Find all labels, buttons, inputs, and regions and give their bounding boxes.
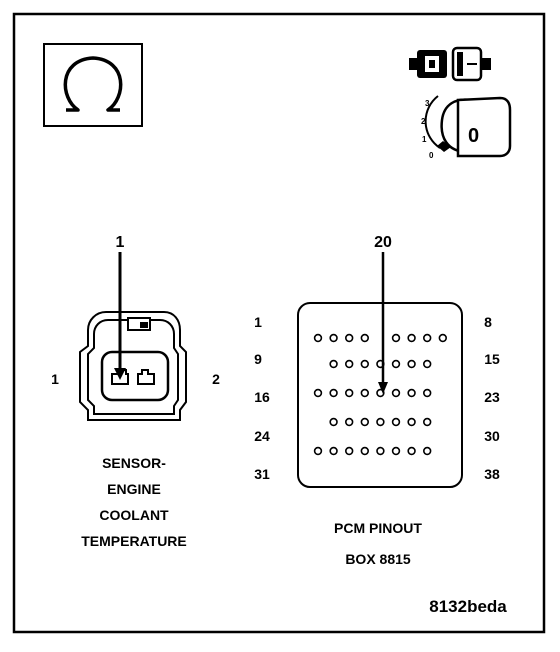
pcm-pin-35 — [376, 446, 385, 456]
pcm-caption-line-2: BOX 8815 — [345, 551, 411, 567]
pcm-pin-24 — [329, 417, 338, 427]
pcm-pin-14 — [407, 359, 416, 369]
pcm-row-end-38: 38 — [484, 466, 500, 482]
pcm-pin-19 — [360, 388, 369, 398]
pcm-pin-9 — [329, 359, 338, 369]
pcm-pin-30 — [423, 417, 432, 427]
sensor-callout-arrow — [114, 252, 126, 380]
figure-id: 8132beda — [429, 597, 507, 616]
pcm-pin-6 — [407, 333, 416, 343]
ohmmeter-box — [43, 43, 143, 127]
key-position-3: 3 — [425, 99, 430, 108]
pcm-pin-11 — [360, 359, 369, 369]
pcm-pin-7 — [423, 333, 432, 343]
pcm-row-end-23: 23 — [484, 389, 500, 405]
pcm-callout-number: 20 — [374, 234, 392, 251]
pcm-pin-27 — [376, 417, 385, 427]
sensor-pin-2-terminal — [137, 369, 155, 385]
pcm-pin-2 — [329, 333, 338, 343]
pcm-pin-33 — [345, 446, 354, 456]
pcm-pin-21 — [391, 388, 401, 398]
pcm-pin-17 — [329, 388, 338, 398]
key-position-1: 1 — [422, 135, 427, 144]
pcm-caption-line-1: PCM PINOUT — [334, 520, 422, 536]
ohm-icon — [63, 56, 123, 112]
key-position-2: 2 — [421, 117, 426, 126]
pcm-pin-22 — [407, 388, 416, 398]
pcm-row-end-15: 15 — [484, 351, 500, 367]
pcm-pin-38 — [423, 446, 432, 456]
pcm-pin-10 — [345, 359, 354, 369]
sensor-caption-line-3: COOLANT — [99, 507, 169, 523]
pcm-pin-16 — [313, 388, 323, 398]
pcm-pin-28 — [391, 417, 401, 427]
figure-frame — [12, 12, 546, 634]
pcm-pin-31 — [313, 446, 323, 456]
pcm-pin-13 — [391, 359, 401, 369]
pcm-pin-36 — [391, 446, 401, 456]
pcm-pin-4 — [360, 333, 369, 343]
sensor-caption-line-2: ENGINE — [107, 481, 161, 497]
sensor-connector — [79, 311, 187, 421]
pcm-row-start-9: 9 — [254, 351, 262, 367]
sensor-callout-number: 1 — [116, 234, 125, 251]
pcm-pin-26 — [360, 417, 369, 427]
pcm-pin-15 — [423, 359, 432, 369]
key-label: 0 — [468, 125, 479, 147]
pcm-row-start-24: 24 — [254, 428, 270, 444]
pcm-pin-8 — [438, 333, 447, 343]
pcm-pin-3 — [345, 333, 354, 343]
pcm-row-start-31: 31 — [254, 466, 270, 482]
pcm-pin-29 — [407, 417, 416, 427]
pcm-row-end-8: 8 — [484, 314, 492, 330]
pcm-row-end-30: 30 — [484, 428, 500, 444]
sensor-caption-line-1: SENSOR- — [102, 455, 166, 471]
pcm-pin-grid — [313, 333, 447, 456]
pcm-row-start-1: 1 — [254, 314, 262, 330]
pcm-pin-5 — [391, 333, 401, 343]
pcm-pin-1 — [313, 333, 323, 343]
pcm-pin-37 — [407, 446, 416, 456]
sensor-pin-1-terminal — [111, 369, 129, 385]
pcm-pin-34 — [360, 446, 369, 456]
pcm-pin-25 — [345, 417, 354, 427]
connector-disconnected-icon — [409, 46, 491, 82]
pcm-callout-arrow — [378, 252, 388, 394]
pcm-pin-32 — [329, 446, 338, 456]
ignition-key-icon: 3 2 1 0 0 — [421, 95, 512, 160]
sensor-caption-line-4: TEMPERATURE — [81, 533, 187, 549]
sensor-pin-1-label: 1 — [51, 371, 59, 387]
sensor-pin-2-label: 2 — [212, 371, 220, 387]
pcm-row-start-16: 16 — [254, 389, 270, 405]
pcm-pin-23 — [423, 388, 432, 398]
pcm-pin-18 — [345, 388, 354, 398]
key-position-0: 0 — [429, 151, 434, 160]
